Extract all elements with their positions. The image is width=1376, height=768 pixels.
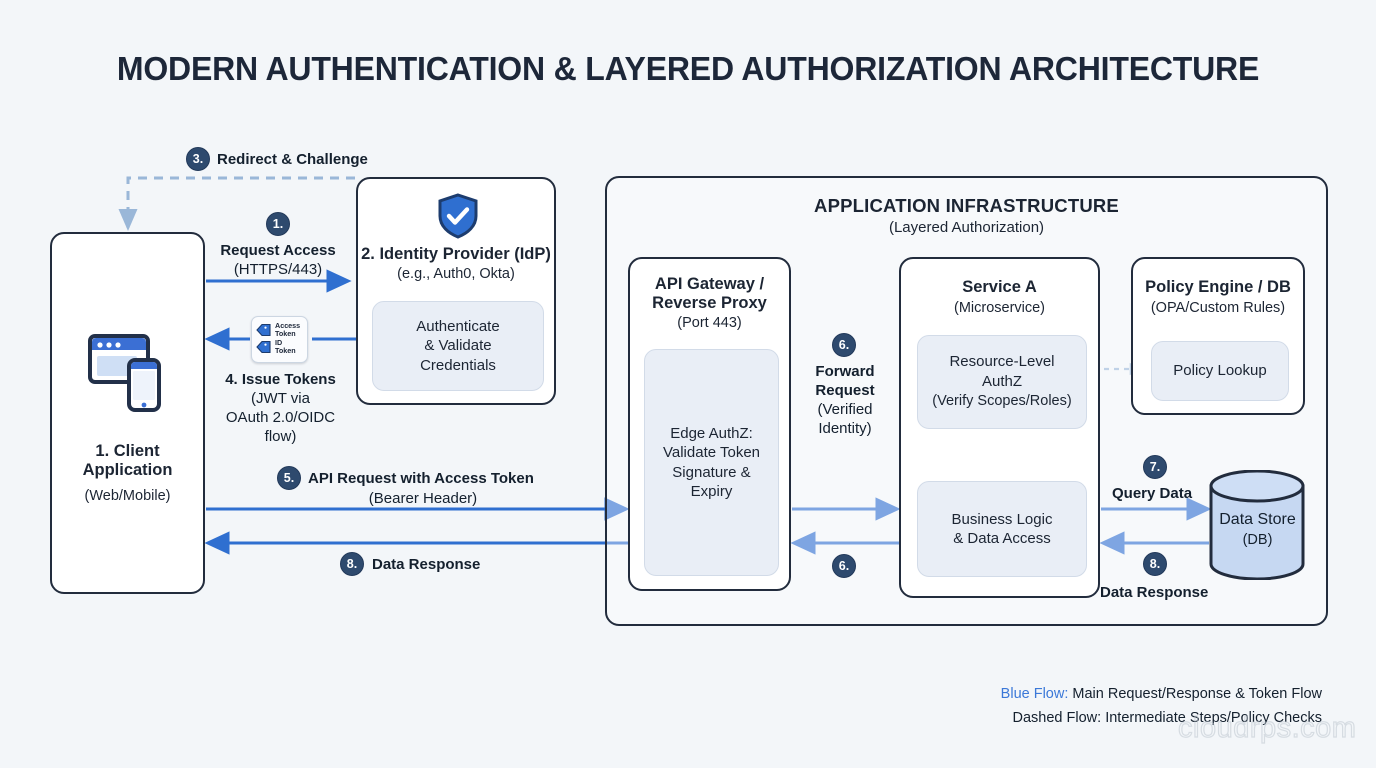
gateway-title: API Gateway / Reverse Proxy (630, 275, 789, 313)
step-5-line1: API Request with Access Token (308, 470, 534, 487)
step-badge-7: 7. (1143, 455, 1167, 479)
service-a-subtitle: (Microservice) (953, 300, 1046, 316)
step-badge-6: 6. (832, 333, 856, 357)
service-a-title: Service A (962, 278, 1037, 296)
page-title: MODERN AUTHENTICATION & LAYERED AUTHORIZ… (116, 50, 1260, 87)
tag-icon (256, 340, 271, 353)
idp-authenticate-subbox[interactable]: Authenticate & Validate Credentials (372, 301, 544, 391)
infrastructure-title: APPLICATION INFRASTRUCTURE (814, 195, 1119, 216)
legend-blue-text: Main Request/Response & Token Flow (1068, 686, 1322, 702)
idp-title: 2. Identity Provider (IdP) (361, 245, 551, 263)
step-1-line2: (HTTPS/443) (233, 261, 323, 278)
watermark: cloudrps.com (1177, 711, 1357, 744)
step-6-line1: Forward (815, 363, 875, 380)
step-5-label: API Request with Access Token (308, 469, 534, 488)
idp-subtitle: (e.g., Auth0, Okta) (397, 266, 515, 282)
legend-blue-flow: Blue Flow: Main Request/Response & Token… (1001, 682, 1322, 706)
identity-provider-box[interactable]: 2. Identity Provider (IdP) (e.g., Auth0,… (356, 177, 556, 405)
shield-check-icon (436, 193, 480, 244)
policy-engine-box[interactable]: Policy Engine / DB (OPA/Custom Rules) Po… (1131, 257, 1305, 415)
browser-and-phone-icon (88, 330, 170, 414)
step-badge-3: 3. (186, 147, 210, 171)
authz-line3: (Verify Scopes/Roles) (932, 393, 1072, 410)
id-token-label: ID Token (275, 337, 296, 355)
step-8-label: Data Response (372, 556, 481, 573)
step-4-line4: flow) (264, 428, 297, 445)
policy-engine-subtitle: (OPA/Custom Rules) (1150, 300, 1286, 316)
policy-lookup-label: Policy Lookup (1173, 362, 1267, 380)
gateway-title-line1: API Gateway / (654, 275, 765, 293)
edge-authz-subbox[interactable]: Edge AuthZ: Validate Token Signature & E… (644, 349, 779, 576)
gateway-inner-line4: Expiry (690, 483, 733, 500)
step-5-sublabel: (Bearer Header) (278, 489, 568, 508)
business-logic-subbox[interactable]: Business Logic & Data Access (917, 481, 1087, 577)
step-badge-8-client: 8. (340, 552, 364, 576)
infrastructure-subtitle: (Layered Authorization) (888, 219, 1045, 236)
tag-icon (256, 323, 271, 336)
step-4-line1: 4. Issue Tokens (225, 371, 336, 388)
step-badge-1: 1. (266, 212, 290, 236)
client-title-line1: 1. Client (95, 442, 160, 460)
gateway-inner-line1: Edge AuthZ: (670, 424, 753, 442)
legend-dashed-flow: Dashed Flow: Intermediate Steps/Policy C… (1012, 710, 1322, 726)
step-6-line2: Request (815, 382, 875, 399)
gateway-inner-line3: Signature & (672, 463, 751, 481)
resource-level-authz-subbox[interactable]: Resource-Level AuthZ (Verify Scopes/Role… (917, 335, 1087, 429)
step-6-line4: Identity) (818, 420, 872, 437)
step-5-line2: (Bearer Header) (368, 490, 478, 507)
authz-line1: Resource-Level (949, 353, 1055, 371)
idp-inner-line3: Credentials (420, 356, 496, 374)
data-store-title: Data Store (1219, 511, 1296, 528)
step-badge-8-db: 8. (1143, 552, 1167, 576)
client-title-line2: Application (82, 461, 173, 479)
api-gateway-box[interactable]: API Gateway / Reverse Proxy (Port 443) E… (628, 257, 791, 591)
step-3-label: Redirect & Challenge (217, 151, 368, 168)
business-line1: Business Logic (951, 510, 1053, 528)
data-store-cylinder[interactable]: Data Store (DB) (1208, 469, 1307, 581)
step-badge-6-return: 6. (832, 554, 856, 578)
client-title: 1. Client Application (52, 442, 203, 480)
access-token-label: Access Token (275, 320, 301, 338)
service-a-box[interactable]: Service A (Microservice) Resource-Level … (899, 257, 1100, 598)
step-8-db-label: Data Response (1100, 584, 1209, 601)
client-application-box[interactable]: 1. Client Application (Web/Mobile) (50, 232, 205, 594)
tokens-chip: Access Token ID Token (251, 316, 308, 363)
business-line2: & Data Access (953, 530, 1051, 547)
step-4-label: 4. Issue Tokens (JWT via OAuth 2.0/OIDC … (202, 370, 359, 446)
policy-lookup-subbox[interactable]: Policy Lookup (1151, 341, 1289, 401)
step-4-line3: OAuth 2.0/OIDC (225, 409, 336, 426)
gateway-inner-line2: Validate Token (662, 444, 761, 461)
data-store-subtitle: (DB) (1242, 532, 1273, 548)
step-7-label: Query Data (1112, 485, 1193, 502)
step-4-line2: (JWT via (251, 390, 310, 407)
legend: Blue Flow: Main Request/Response & Token… (1001, 682, 1322, 730)
step-badge-5: 5. (277, 466, 301, 490)
idp-inner-line2: & Validate (424, 337, 492, 355)
step-6-label: Forward Request (Verified Identity) (802, 362, 888, 438)
step-1-label: Request Access (HTTPS/443) (203, 241, 353, 279)
gateway-subtitle: (Port 443) (677, 315, 742, 331)
step-1-line1: Request Access (220, 242, 336, 259)
gateway-title-line2: Reverse Proxy (652, 294, 767, 312)
access-token-row: Access Token (256, 321, 302, 338)
legend-blue-key: Blue Flow: (1000, 686, 1069, 702)
authz-line2: AuthZ (981, 372, 1022, 390)
idp-inner-line1: Authenticate (416, 317, 500, 335)
policy-engine-title: Policy Engine / DB (1145, 278, 1291, 296)
id-token-row: ID Token (256, 338, 302, 355)
step-6-line3: (Verified (817, 401, 873, 418)
client-subtitle: (Web/Mobile) (84, 488, 171, 504)
